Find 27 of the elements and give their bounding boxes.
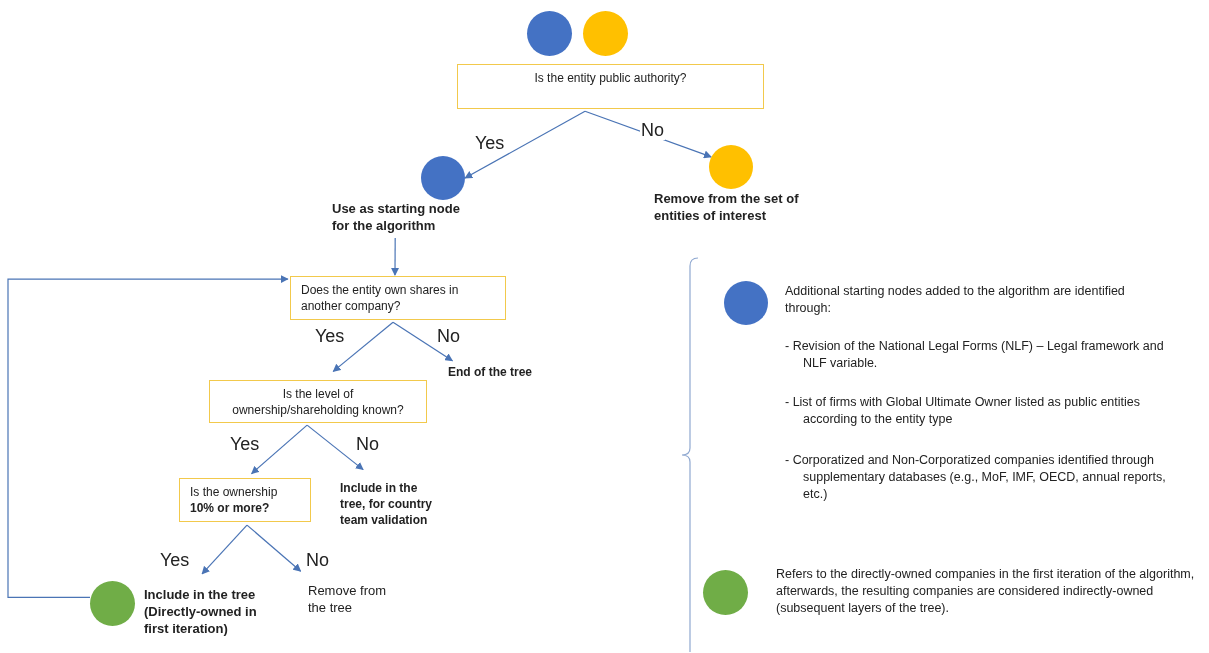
arrow [7, 275, 289, 598]
arrow [391, 237, 399, 276]
circle-marker [583, 11, 628, 56]
note-text: Remove from the set of entities of interest [654, 190, 800, 224]
arrow [246, 524, 302, 572]
note-text: - List of firms with Global Ultimate Owner listed as public entities according to the entity type [785, 394, 1141, 428]
note-text: Refers to the directly-owned companies in the first iteration of the algorithm, afterwards, the resulting companies are considered indirectly-owned (subsequent layers of the tree). [776, 566, 1196, 617]
circle-marker [527, 11, 572, 56]
edge-label: No [640, 120, 665, 140]
arrow [251, 424, 308, 475]
outcome-text: Include in the tree, for country team validation [340, 480, 445, 532]
arrow [332, 321, 394, 372]
question-box: Is the ownership 10% or more? [179, 478, 311, 522]
outcome-text: Remove from the tree [308, 582, 400, 618]
note-text: Additional starting nodes added to the algorithm are identified through: [785, 283, 1126, 317]
question-box: Is the entity public authority? [457, 64, 764, 109]
arrow [464, 110, 586, 179]
arrow [201, 524, 248, 575]
question-box: Is the level of ownership/shareholding known? [209, 380, 427, 423]
note-text: Include in the tree (Directly-owned in first iteration) [144, 586, 258, 637]
note-text: Use as starting node for the algorithm [332, 200, 461, 234]
outcome-text: End of the tree [448, 364, 558, 380]
arrow [306, 424, 364, 471]
note-text: - Revision of the National Legal Forms (NLF) – Legal framework and NLF variable. [785, 338, 1165, 372]
question-box: Does the entity own shares in another company? [290, 276, 506, 320]
note-text: - Corporatized and Non-Corporatized companies identified through supplementary databases (e.g., MoF, IMF, OECD, annual reports, etc.) [785, 452, 1167, 503]
arrow [392, 321, 454, 362]
